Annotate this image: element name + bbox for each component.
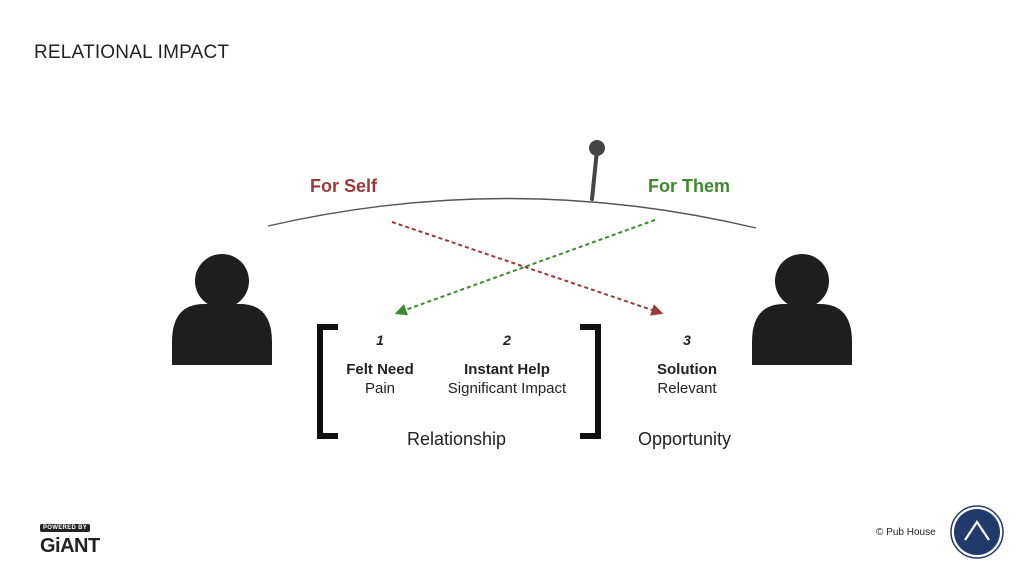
step-solution: 3 Solution Relevant — [642, 332, 732, 398]
step-subtext: Relevant — [657, 380, 717, 397]
step-number: 3 — [683, 332, 691, 348]
step-heading: Solution — [657, 361, 717, 378]
bracket-left — [317, 324, 338, 439]
step-number: 2 — [503, 332, 511, 348]
giant-wordmark: GiANT — [40, 535, 100, 557]
for-them-arrow — [394, 219, 656, 316]
step-heading: Instant Help — [464, 361, 550, 378]
step-subtext: Significant Impact — [447, 380, 567, 397]
powered-by-badge: POWERED BY — [40, 524, 91, 532]
gauge-needle-knob — [589, 140, 605, 156]
for-self-label: For Self — [310, 176, 378, 196]
copyright-text: © Pub House — [876, 527, 936, 538]
page-title: RELATIONAL IMPACT — [34, 42, 230, 63]
step-instant-help: 2 Instant Help Significant Impact — [432, 332, 582, 398]
opportunity-label: Opportunity — [638, 429, 732, 449]
person-right-icon — [752, 254, 852, 365]
bracket-right — [580, 324, 601, 439]
step-heading: Felt Need — [346, 361, 414, 378]
relationship-label: Relationship — [407, 429, 507, 449]
step-subtext: Pain — [364, 380, 396, 397]
for-them-label: For Them — [648, 176, 731, 196]
gauge-needle — [590, 148, 599, 201]
step-number: 1 — [376, 332, 384, 348]
balance-arc — [267, 197, 757, 229]
person-left-icon — [172, 254, 272, 365]
step-felt-need: 1 Felt Need Pain — [340, 332, 420, 398]
for-self-arrow — [391, 221, 664, 316]
giant-logo: POWERED BY GiANT — [40, 516, 108, 557]
pub-house-emblem-icon — [950, 505, 1004, 559]
